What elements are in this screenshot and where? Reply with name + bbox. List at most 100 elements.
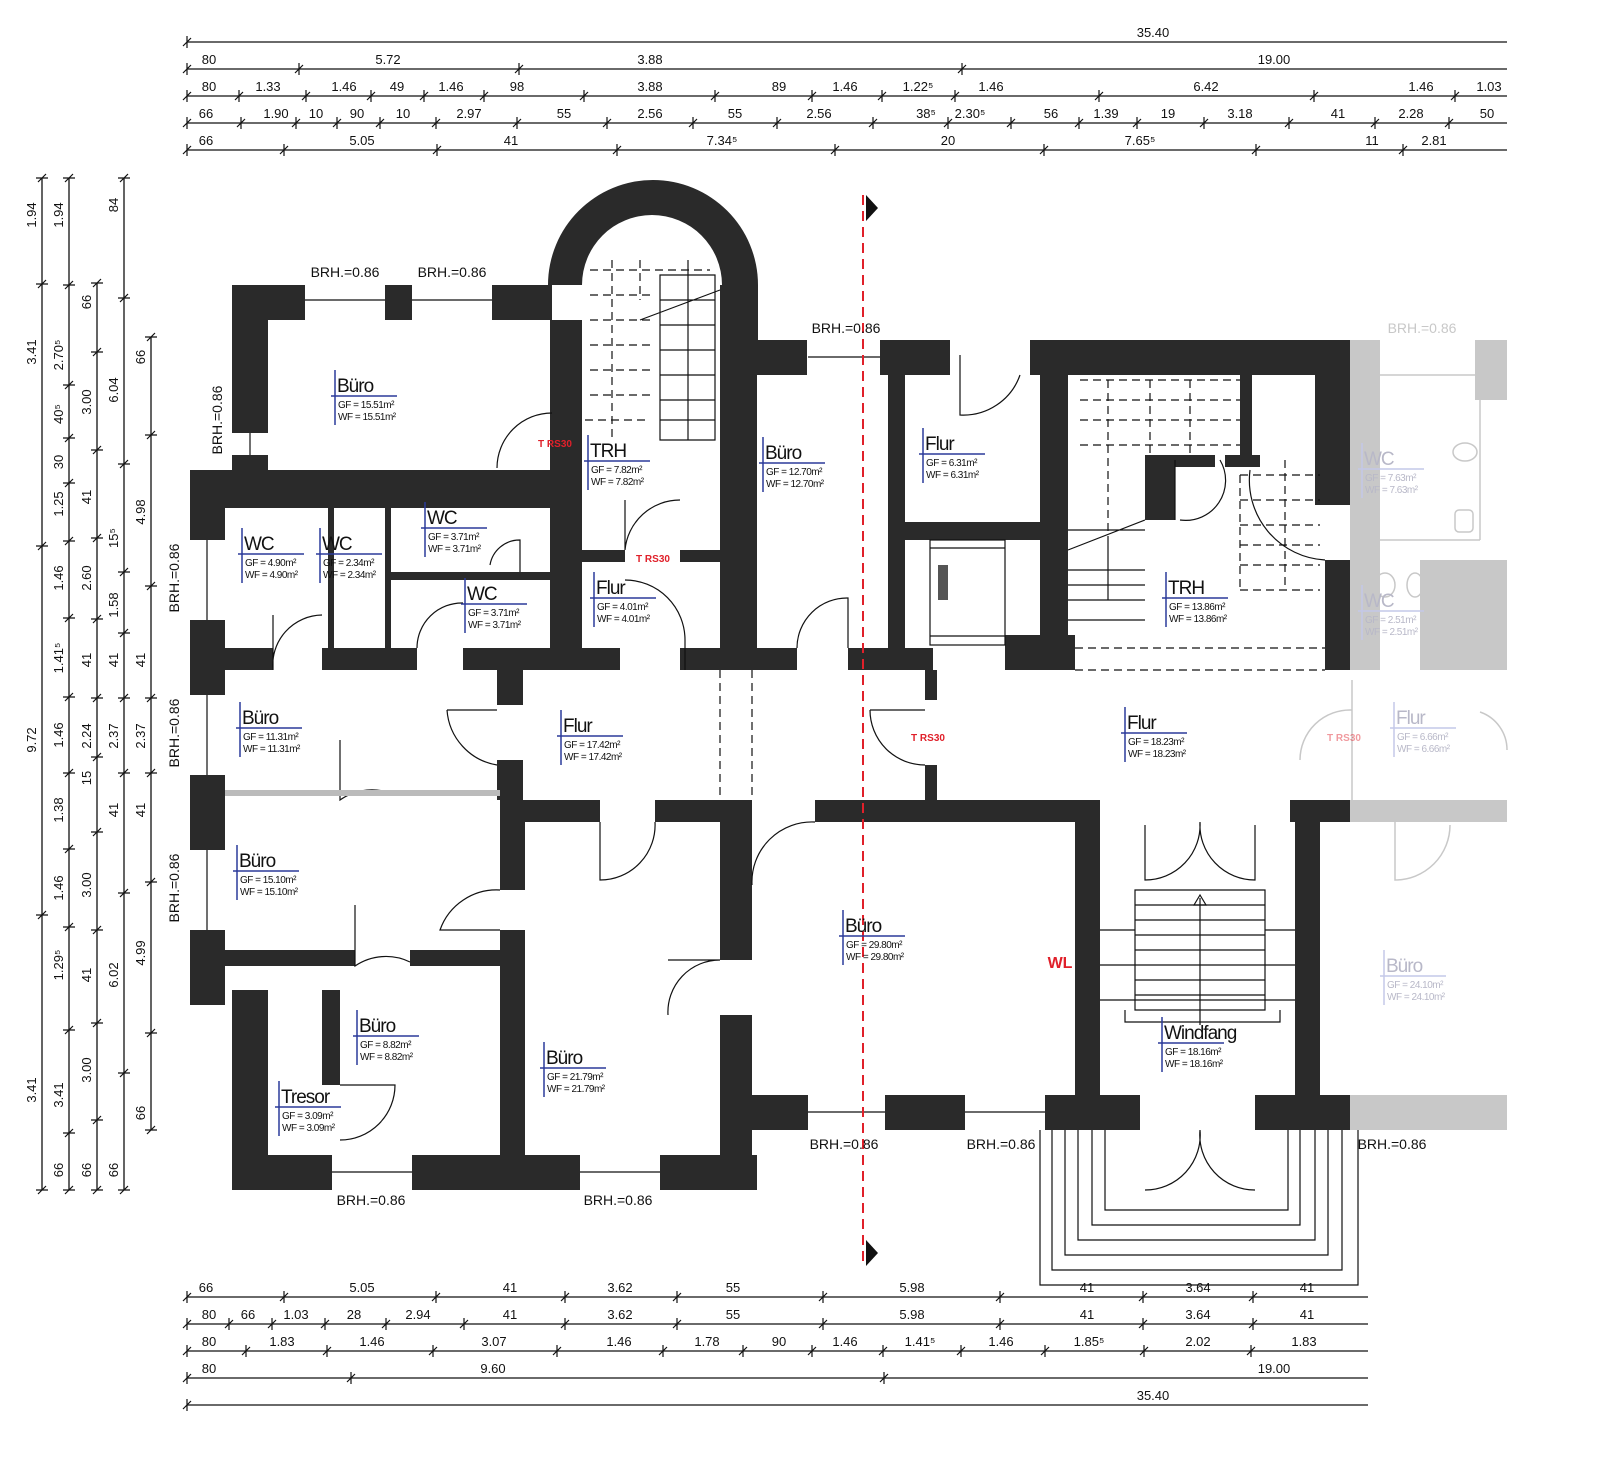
dimension-tick: [560, 1291, 570, 1303]
dimension-tick: [1450, 90, 1460, 102]
room-living-area: WF = 21.79m²: [547, 1084, 606, 1095]
dimension-label: 28: [347, 1307, 361, 1322]
dimension-label: 10: [309, 106, 323, 121]
dimension-tick: [234, 90, 244, 102]
dimension-label: 1.46: [438, 79, 463, 94]
adjacent-building: [1299, 340, 1508, 1130]
dimension-tick: [91, 925, 103, 935]
dimension-label: 80: [202, 1334, 216, 1349]
dimension-label: 1.46: [606, 1334, 631, 1349]
dimension-tick: [1138, 1291, 1148, 1303]
room-living-area: WF = 4.01m²: [597, 614, 651, 625]
dimension-label: 98: [510, 79, 524, 94]
dimension-label: 1.94: [51, 202, 66, 227]
room-living-area: WF = 24.10m²: [1387, 992, 1446, 1003]
dimension-tick: [91, 614, 103, 624]
dimension-tick: [1074, 117, 1084, 129]
room-name: Büro: [337, 376, 374, 397]
dimension-label: 41: [79, 968, 94, 982]
room-gross-area: GF = 11.31m²: [243, 732, 299, 743]
dimension-label: 5.05: [349, 1280, 374, 1295]
dimension-tick: [512, 117, 522, 129]
dimension-tick: [1138, 1318, 1148, 1330]
dimension-tick: [738, 1345, 748, 1357]
dimension-label: 66: [51, 1163, 66, 1177]
dimension-tick: [145, 1125, 157, 1135]
dimension-label: 2.56: [806, 106, 831, 121]
dimension-tick: [91, 827, 103, 837]
dimension-tick: [1248, 1318, 1258, 1330]
dimension-tick: [63, 433, 75, 443]
room-gross-area: GF = 2.34m²: [323, 558, 375, 569]
dimension-label: 3.07: [481, 1334, 506, 1349]
dimension-tick: [431, 117, 441, 129]
dimension-tick: [807, 90, 817, 102]
dimension-tick: [63, 173, 75, 183]
dimension-tick: [145, 430, 157, 440]
dimension-label: 1.94: [24, 202, 39, 227]
dimension-label: 41: [1080, 1307, 1094, 1322]
dimension-label: 2.37: [106, 723, 121, 748]
dimension-label: 1.46: [832, 1334, 857, 1349]
dimension-label: 41: [79, 490, 94, 504]
dimension-tick: [322, 1345, 332, 1357]
dimension-tick: [818, 1318, 828, 1330]
dimension-label: 2.81: [1421, 133, 1446, 148]
dimension-tick: [320, 1318, 330, 1330]
dimension-label: 80: [202, 1361, 216, 1376]
dimension-tick: [118, 1185, 130, 1195]
dimension-label: 5.05: [349, 133, 374, 148]
dimension-tick: [818, 1291, 828, 1303]
dimension-label: 3.00: [79, 872, 94, 897]
room-gross-area: GF = 4.90m²: [245, 558, 297, 569]
dimension-tick: [63, 1128, 75, 1138]
dimension-tick: [182, 144, 192, 156]
dimension-tick: [560, 1318, 570, 1330]
dimension-tick: [118, 567, 130, 577]
dimension-label: 41: [1300, 1280, 1314, 1295]
room-name: WC: [1364, 591, 1394, 612]
room-living-area: WF = 2.34m²: [323, 570, 377, 581]
dimension-tick: [381, 1318, 391, 1330]
dimension-tick: [145, 768, 157, 778]
room-living-area: WF = 15.10m²: [240, 887, 299, 898]
dimension-tick: [145, 1028, 157, 1038]
dimension-label: 55: [728, 106, 742, 121]
dimension-tick: [63, 478, 75, 488]
dimension-label: 2.28: [1398, 106, 1423, 121]
room-living-area: WF = 3.71m²: [428, 544, 482, 555]
dimension-label: 66: [199, 133, 213, 148]
dimension-label: 41: [1080, 1280, 1094, 1295]
room-name: Flur: [1396, 708, 1426, 729]
dimension-label: 89: [772, 79, 786, 94]
room-living-area: WF = 4.90m²: [245, 570, 299, 581]
dimension-label: 1.03: [1476, 79, 1501, 94]
room-gross-area: GF = 2.51m²: [1365, 615, 1417, 626]
room-name: WC: [427, 508, 457, 529]
dimension-tick: [301, 90, 311, 102]
room-name: WC: [1364, 449, 1394, 470]
dimension-tick: [1006, 117, 1016, 129]
dimension-label: 40⁵: [51, 404, 66, 424]
dimension-tick: [63, 613, 75, 623]
dimension-tick: [879, 1372, 889, 1384]
dimension-tick: [868, 117, 878, 129]
dimension-label: 41: [504, 133, 518, 148]
dimension-label: 84: [106, 198, 121, 212]
dimension-label: 1.78: [694, 1334, 719, 1349]
dimension-label: 35.40: [1137, 25, 1170, 40]
dimension-tick: [602, 117, 612, 129]
dimension-tick: [63, 280, 75, 290]
dimension-label: 80: [202, 79, 216, 94]
dimension-label: 41: [1300, 1307, 1314, 1322]
room-living-area: WF = 7.63m²: [1365, 485, 1419, 496]
dimension-tick: [291, 117, 301, 129]
